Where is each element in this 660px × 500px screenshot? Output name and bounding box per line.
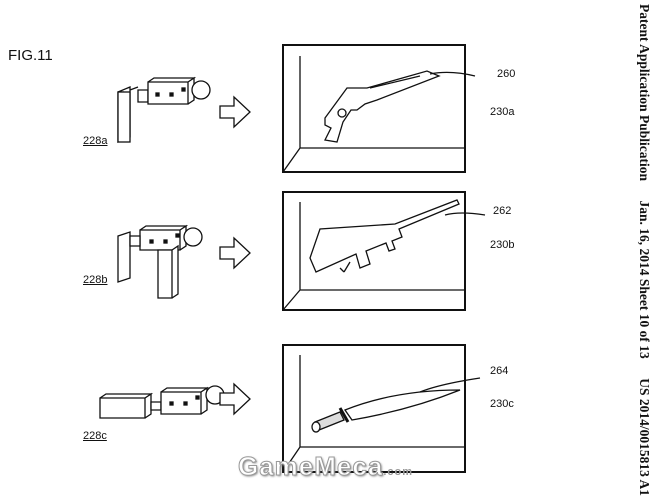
object-label: 262 xyxy=(493,205,512,217)
controller-228b xyxy=(117,224,203,299)
object-label: 260 xyxy=(497,68,516,80)
object-label: 264 xyxy=(490,365,509,377)
screen-230c xyxy=(282,344,481,473)
screen-label: 230b xyxy=(490,239,515,251)
controller-228a xyxy=(117,76,211,143)
watermark-brand: GameMeca xyxy=(237,451,384,482)
screen-label: 230c xyxy=(490,398,514,410)
rifle xyxy=(309,199,460,273)
controller-label: 228a xyxy=(83,135,108,147)
watermark: GameMeca.com xyxy=(237,451,413,482)
screen-230b xyxy=(282,191,486,311)
arrow-icon xyxy=(219,236,251,270)
controller-228c xyxy=(99,385,225,419)
knife xyxy=(343,389,461,421)
figure-label: FIG.11 xyxy=(8,47,53,64)
arrow-icon xyxy=(219,95,251,129)
watermark-suffix: .com xyxy=(383,466,413,478)
screen-label: 230a xyxy=(490,106,515,118)
controller-label: 228c xyxy=(83,430,107,442)
shotgun xyxy=(324,70,441,143)
screen-230a xyxy=(282,44,476,173)
arrow-icon xyxy=(219,382,251,416)
controller-label: 228b xyxy=(83,274,108,286)
